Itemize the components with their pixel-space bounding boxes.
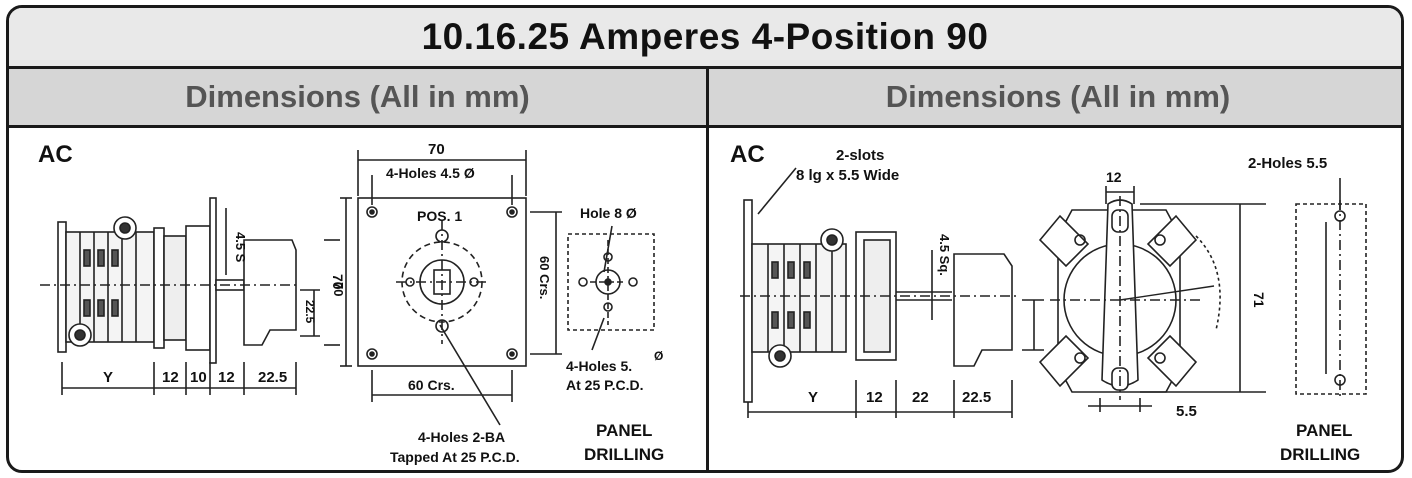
left-drilling-label: DRILLING — [584, 445, 664, 464]
left-ac-label: AC — [38, 141, 73, 168]
right-dim-12: 12 — [866, 389, 883, 406]
right-front-plate — [1038, 196, 1221, 400]
left-holes-2ba-line1: 4-Holes 2-BA — [418, 429, 505, 445]
right-drilling-label: DRILLING — [1280, 445, 1360, 464]
left-dim-4-5s: 4.5 S — [233, 232, 248, 263]
left-front-plate — [357, 197, 527, 426]
left-dim-y: Y — [103, 369, 113, 386]
right-holes-5-5-label: 2-Holes 5.5 — [1248, 155, 1327, 172]
right-dim-y: Y — [808, 389, 818, 406]
left-dim-22-5-vertical: 22.5 — [303, 300, 317, 324]
left-dim-70-plate: 70 — [330, 274, 346, 290]
left-header-bar: Dimensions (All in mm) — [9, 69, 706, 128]
right-dim-22-5: 22.5 — [962, 389, 991, 406]
left-crs-60-bottom: 60 Crs. — [408, 377, 455, 393]
right-dim-5-5: 5.5 — [1176, 403, 1197, 420]
left-header: Dimensions (All in mm) — [185, 79, 530, 114]
right-front-dimensions — [1088, 186, 1266, 412]
page-title: 10.16.25 Amperes 4-Position 90 — [421, 16, 989, 57]
right-dim-4-5sq: 4.5 Sq. — [937, 234, 952, 276]
right-slots-line1: 2-slots — [836, 147, 884, 164]
left-front-dimensions — [340, 150, 562, 402]
right-dim-71: 71 — [1251, 292, 1267, 308]
left-hole-8-label: Hole 8 Ø — [580, 205, 637, 221]
right-panel-label: PANEL — [1296, 421, 1352, 440]
left-dim-70-vertical: 70 — [331, 282, 346, 296]
left-side-view-switch — [40, 197, 300, 364]
left-holes-4-5-label: 4-Holes 4.5 Ø — [386, 165, 475, 181]
right-side-view-dimensions — [747, 250, 1044, 418]
left-dim-12b: 12 — [218, 369, 235, 386]
left-dim-70-top: 70 — [428, 141, 445, 158]
panel-divider — [706, 69, 709, 470]
left-dim-12a: 12 — [162, 369, 179, 386]
left-holes-5-line2: At 25 P.C.D. — [566, 377, 644, 393]
right-slots-line2: 8 lg x 5.5 Wide — [796, 167, 899, 184]
left-crs-60-side: 60 Crs. — [537, 256, 552, 299]
right-slots-leader — [757, 167, 797, 215]
left-pos-1-label: POS. 1 — [417, 208, 462, 224]
left-holes-5-line1: 4-Holes 5. — [566, 358, 632, 374]
right-dim-22: 22 — [912, 389, 929, 406]
left-panel-label: PANEL — [596, 421, 652, 440]
right-panel-drilling — [1295, 178, 1367, 398]
right-dim-12-top: 12 — [1106, 169, 1122, 185]
left-dim-22-5: 22.5 — [258, 369, 287, 386]
left-holes-2ba-line2: Tapped At 25 P.C.D. — [390, 449, 520, 465]
right-header: Dimensions (All in mm) — [885, 79, 1231, 114]
right-side-view-switch — [740, 199, 1020, 403]
title-bar: 10.16.25 Amperes 4-Position 90 — [9, 8, 1401, 69]
left-dim-10: 10 — [190, 369, 207, 386]
left-holes-5-symbol: Ø — [654, 349, 663, 363]
right-ac-label: AC — [730, 141, 765, 168]
right-header-bar: Dimensions (All in mm) — [709, 69, 1401, 128]
left-panel-drilling — [567, 225, 655, 351]
left-side-view-dimensions — [61, 208, 340, 395]
